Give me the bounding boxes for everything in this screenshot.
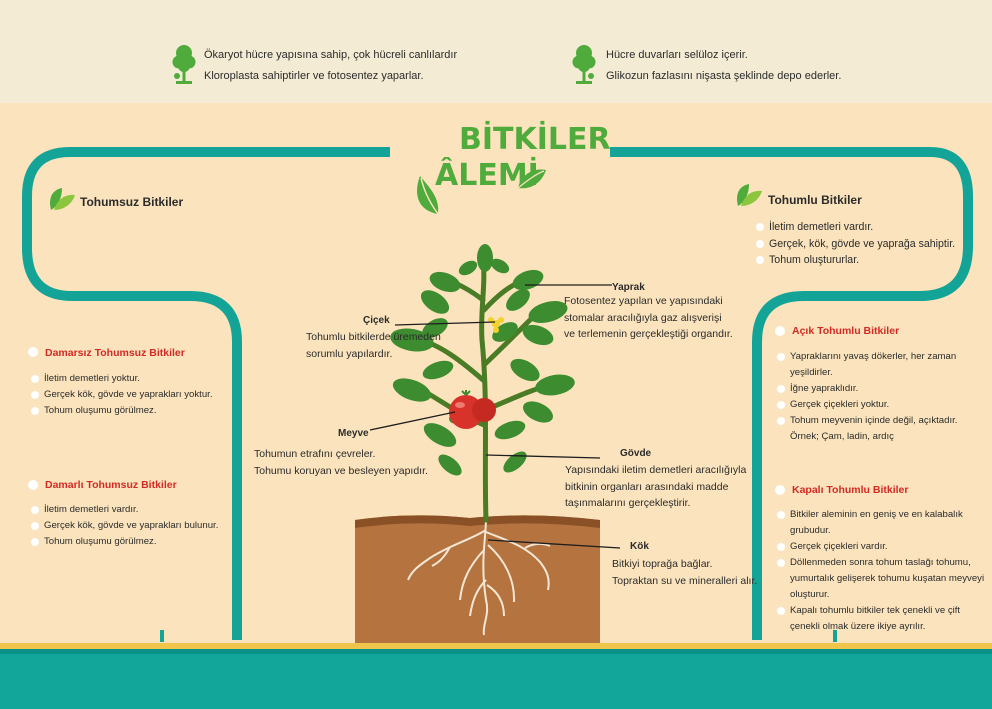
desc-line: Topraktan su ve mineralleri alır. bbox=[612, 574, 758, 587]
yaprak-label: Yaprak bbox=[612, 282, 645, 293]
kok-desc: Bitkiyi toprağa bağlar. Topraktan su ve … bbox=[612, 556, 762, 589]
meyve-desc: Tohumun etrafını çevreler. Tohumu koruya… bbox=[254, 446, 454, 479]
nonvascular-list: İletim demetleri yoktur. Gerçek kök, göv… bbox=[30, 371, 230, 419]
meyve-label: Meyve bbox=[338, 428, 369, 439]
list-item: Gerçek, kök, gövde ve yaprağa sahiptir. bbox=[755, 236, 970, 253]
desc-line: Fotosentez yapılan ve yapısındaki bbox=[564, 295, 723, 307]
cicek-label: Çiçek bbox=[363, 315, 390, 326]
list-item: Tohum oluşumu görülmez. bbox=[30, 403, 230, 419]
tomato bbox=[449, 390, 496, 429]
desc-line: sorumlu yapılardır. bbox=[306, 347, 393, 360]
list-item: Örnek; Çam, ladin, ardıç bbox=[790, 431, 894, 442]
angiosperm-title: Kapalı Tohumlu Bitkiler bbox=[792, 484, 909, 496]
seedless-heading: Tohumsuz Bitkiler bbox=[80, 195, 184, 209]
kok-pointer bbox=[487, 539, 621, 549]
angiosperm-list: Bitkiler aleminin en geniş ve en kalabal… bbox=[776, 507, 988, 635]
govde-label: Gövde bbox=[620, 448, 652, 459]
top-left-line-1: Ökaryot hücre yapısına sahip, çok hücrel… bbox=[204, 49, 458, 61]
vascular-seedless-title: Damarlı Tohumsuz Bitkiler bbox=[45, 479, 177, 491]
list-item: Döllenmeden sonra tohum taslağı tohumu, … bbox=[776, 555, 988, 603]
section-dot bbox=[775, 326, 785, 336]
list-item: Gerçek kök, gövde ve yaprakları bulunur. bbox=[30, 518, 230, 534]
desc-line: Bitkiyi toprağa bağlar. bbox=[612, 558, 713, 570]
section-dot bbox=[775, 485, 785, 495]
cicek-pointer bbox=[394, 321, 496, 326]
tree-icon bbox=[172, 45, 196, 84]
gymnosperm-title: Açık Tohumlu Bitkiler bbox=[792, 325, 900, 337]
list-item: Kapalı tohumlu bitkiler tek çenekli ve ç… bbox=[776, 603, 988, 635]
list-item: Gerçek çiçekleri yoktur. bbox=[776, 397, 981, 413]
yaprak-desc: Fotosentez yapılan ve yapısındaki stomal… bbox=[564, 293, 764, 343]
top-right-line-1: Hücre duvarları selüloz içerir. bbox=[606, 49, 748, 61]
leaf-icon bbox=[50, 188, 75, 210]
section-dot bbox=[28, 347, 38, 357]
plant-illustration bbox=[355, 244, 621, 645]
govde-pointer bbox=[485, 454, 601, 459]
list-item: İletim demetleri vardır. bbox=[30, 502, 230, 518]
seed-heading: Tohumlu Bitkiler bbox=[768, 193, 862, 207]
list-item: Tohum meyvenin içinde değil, açıktadır. bbox=[776, 413, 981, 429]
desc-line: Tohumlu bitkilerde üremeden bbox=[306, 331, 441, 343]
section-dot bbox=[28, 480, 38, 490]
leaf-icon bbox=[517, 169, 546, 189]
list-item: Bitkiler aleminin en geniş ve en kalabal… bbox=[776, 507, 988, 539]
desc-line: taşınmalarını gerçekleştirir. bbox=[565, 497, 691, 509]
seed-list: İletim demetleri vardır. Gerçek, kök, gö… bbox=[755, 219, 970, 269]
vascular-seedless-list: İletim demetleri vardır. Gerçek kök, göv… bbox=[30, 502, 230, 550]
roots bbox=[407, 517, 551, 636]
cicek-desc: Tohumlu bitkilerde üremeden sorumlu yapı… bbox=[306, 329, 476, 362]
top-left-line-2: Kloroplasta sahiptirler ve fotosentez ya… bbox=[204, 70, 424, 82]
gymnosperm-list: Yapraklarını yavaş dökerler, her zaman y… bbox=[776, 349, 981, 445]
list-item: Gerçek çiçekleri vardır. bbox=[776, 539, 988, 555]
bottom-stripe bbox=[0, 649, 992, 654]
desc-line: Tohumun etrafını çevreler. bbox=[254, 448, 376, 460]
leaf-icon bbox=[737, 184, 762, 206]
desc-line: bitkinin organları arasındaki madde bbox=[565, 480, 729, 493]
bottom-stripe bbox=[0, 643, 992, 649]
list-item: Tohum oluştururlar. bbox=[755, 252, 970, 269]
title-line-1: BİTKİLER bbox=[459, 122, 611, 157]
desc-line: Yapısındaki iletim demetleri aracılığıyl… bbox=[565, 464, 747, 476]
list-item: Gerçek kök, gövde ve yaprakları yoktur. bbox=[30, 387, 230, 403]
desc-line: stomalar aracılığıyla gaz alışverişi bbox=[564, 311, 722, 324]
govde-desc: Yapısındaki iletim demetleri aracılığıyl… bbox=[565, 462, 765, 512]
leaf-icon bbox=[417, 176, 439, 215]
list-item: İletim demetleri yoktur. bbox=[30, 371, 230, 387]
desc-line: ve terlemenin gerçekleştiği organdır. bbox=[564, 328, 733, 340]
top-right-line-2: Glikozun fazlasını nişasta şeklinde depo… bbox=[606, 70, 842, 82]
kok-label: Kök bbox=[630, 541, 649, 552]
top-info-band bbox=[0, 0, 992, 103]
nonvascular-title: Damarsız Tohumsuz Bitkiler bbox=[45, 347, 185, 359]
list-item: İğne yapraklıdır. bbox=[776, 381, 981, 397]
list-item: Tohum oluşumu görülmez. bbox=[30, 534, 230, 550]
soil bbox=[355, 515, 600, 645]
tree-icon bbox=[572, 45, 596, 84]
desc-line: Tohumu koruyan ve besleyen yapıdır. bbox=[254, 464, 428, 477]
meyve-pointer bbox=[369, 411, 456, 431]
bottom-band bbox=[0, 645, 992, 709]
list-item: İletim demetleri vardır. bbox=[755, 219, 970, 236]
list-item: Yapraklarını yavaş dökerler, her zaman y… bbox=[776, 349, 981, 381]
